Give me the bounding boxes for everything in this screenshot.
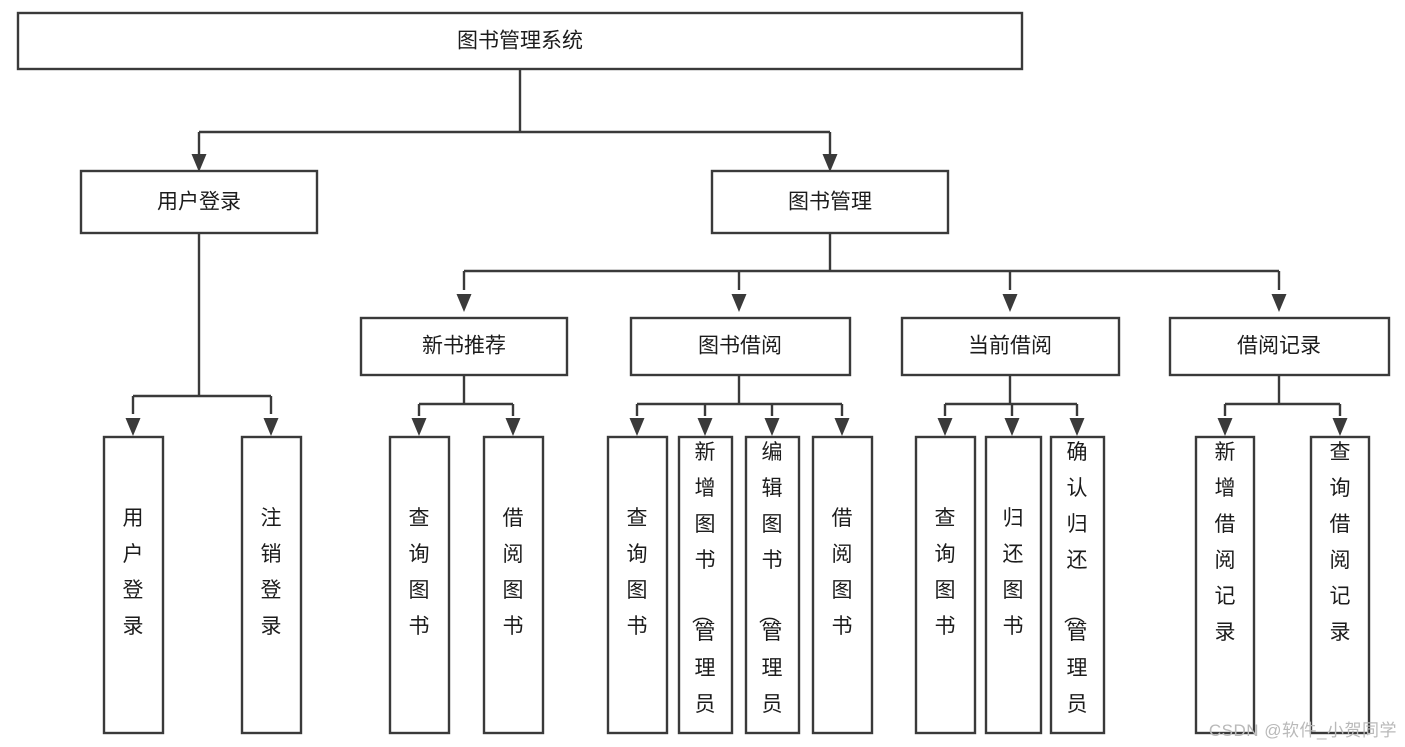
connector-borrow-record-to-leaves bbox=[1217, 375, 1348, 436]
node-leaf-query-book-2-label: 查询图书 bbox=[627, 507, 648, 638]
node-leaf-borrow-book-2-box[interactable] bbox=[811, 435, 874, 735]
arrow-to-leaf-logout bbox=[263, 418, 279, 436]
arrow-to-leaf-add-record bbox=[1217, 418, 1233, 436]
node-user-login-box[interactable] bbox=[79, 169, 319, 235]
node-user-login[interactable]: 用户登录 bbox=[79, 169, 319, 235]
node-new-book-rec-box[interactable] bbox=[359, 316, 569, 377]
connector-book-manage-to-level2 bbox=[456, 233, 1287, 312]
arrow-to-current-borrow bbox=[1002, 294, 1018, 312]
arrow-to-leaf-query-book-1 bbox=[411, 418, 427, 436]
node-root-box[interactable] bbox=[16, 11, 1024, 71]
node-leaf-edit-book[interactable]: 编辑图书（管理员） bbox=[744, 435, 801, 747]
node-leaf-query-book-1-label: 查询图书 bbox=[409, 507, 430, 638]
node-leaf-edit-book-box[interactable] bbox=[744, 435, 801, 735]
node-leaf-return-book-label: 归还图书 bbox=[1003, 507, 1024, 638]
node-leaf-borrow-book-1-label: 借阅图书 bbox=[503, 507, 524, 638]
arrow-to-leaf-user-login bbox=[125, 418, 141, 436]
node-leaf-borrow-book-1-box[interactable] bbox=[482, 435, 545, 735]
node-leaf-borrow-book-1[interactable]: 借阅图书 bbox=[482, 435, 545, 735]
connector-root-to-level1 bbox=[191, 69, 838, 172]
node-leaf-query-record[interactable]: 查询借阅记录 bbox=[1309, 435, 1371, 735]
node-current-borrow-box[interactable] bbox=[900, 316, 1121, 377]
node-book-borrow[interactable]: 图书借阅 bbox=[629, 316, 852, 377]
node-leaf-user-login[interactable]: 用户登录 bbox=[102, 435, 165, 735]
node-leaf-edit-book-label: 编辑图书（管理员） bbox=[757, 441, 783, 747]
node-leaf-borrow-book-2-label: 借阅图书 bbox=[832, 507, 853, 638]
node-leaf-user-login-box[interactable] bbox=[102, 435, 165, 735]
node-borrow-record-box[interactable] bbox=[1168, 316, 1391, 377]
node-leaf-return-book[interactable]: 归还图书 bbox=[984, 435, 1043, 735]
node-leaf-add-record-label: 新增借阅记录 bbox=[1215, 441, 1236, 644]
arrow-to-new-book-rec bbox=[456, 294, 472, 312]
arrow-to-leaf-borrow-book-1 bbox=[505, 418, 521, 436]
node-leaf-return-book-box[interactable] bbox=[984, 435, 1043, 735]
node-book-manage-box[interactable] bbox=[710, 169, 950, 235]
node-leaf-add-book[interactable]: 新增图书（管理员） bbox=[677, 435, 734, 747]
node-leaf-logout-box[interactable] bbox=[240, 435, 303, 735]
node-leaf-add-book-box[interactable] bbox=[677, 435, 734, 735]
csdn-watermark: CSDN @软件_小贺同学 bbox=[1208, 721, 1397, 740]
node-root-label: 图书管理系统 bbox=[457, 30, 583, 53]
node-leaf-query-book-1[interactable]: 查询图书 bbox=[388, 435, 451, 735]
node-leaf-query-book-2[interactable]: 查询图书 bbox=[606, 435, 669, 735]
arrow-to-leaf-return-book bbox=[1004, 418, 1020, 436]
arrow-to-user-login bbox=[191, 154, 207, 172]
node-leaf-add-book-label: 新增图书（管理员） bbox=[690, 441, 716, 747]
node-leaf-query-book-2-box[interactable] bbox=[606, 435, 669, 735]
node-leaf-query-book-3-box[interactable] bbox=[914, 435, 977, 735]
arrow-to-leaf-edit-book bbox=[764, 418, 780, 436]
node-leaf-confirm-return-box[interactable] bbox=[1049, 435, 1106, 735]
node-book-borrow-box[interactable] bbox=[629, 316, 852, 377]
node-root[interactable]: 图书管理系统 bbox=[16, 11, 1024, 71]
node-leaf-confirm-return[interactable]: 确认归还（管理员） bbox=[1049, 435, 1106, 747]
connector-current-borrow-to-leaves bbox=[937, 375, 1085, 436]
node-leaf-borrow-book-2[interactable]: 借阅图书 bbox=[811, 435, 874, 735]
node-leaf-user-login-label: 用户登录 bbox=[123, 507, 144, 638]
node-borrow-record[interactable]: 借阅记录 bbox=[1168, 316, 1391, 377]
arrow-to-borrow-record bbox=[1271, 294, 1287, 312]
arrow-to-leaf-borrow-book-2 bbox=[834, 418, 850, 436]
node-leaf-add-record-box[interactable] bbox=[1194, 435, 1256, 735]
node-book-borrow-label: 图书借阅 bbox=[698, 335, 782, 358]
node-leaf-query-book-3[interactable]: 查询图书 bbox=[914, 435, 977, 735]
node-current-borrow-label: 当前借阅 bbox=[968, 335, 1052, 358]
node-leaf-logout-label: 注销登录 bbox=[261, 507, 282, 638]
connector-user-login-to-leaves bbox=[125, 233, 279, 436]
node-leaf-query-book-3-label: 查询图书 bbox=[935, 507, 956, 638]
arrow-to-leaf-confirm-return bbox=[1069, 418, 1085, 436]
node-leaf-query-record-box[interactable] bbox=[1309, 435, 1371, 735]
node-current-borrow[interactable]: 当前借阅 bbox=[900, 316, 1121, 377]
node-borrow-record-label: 借阅记录 bbox=[1237, 335, 1321, 358]
arrow-to-book-manage bbox=[822, 154, 838, 172]
arrow-to-leaf-query-book-3 bbox=[937, 418, 953, 436]
connector-new-book-rec-to-leaves bbox=[411, 375, 521, 436]
arrow-to-leaf-query-record bbox=[1332, 418, 1348, 436]
node-user-login-label: 用户登录 bbox=[157, 191, 241, 214]
node-leaf-query-book-1-box[interactable] bbox=[388, 435, 451, 735]
node-book-manage[interactable]: 图书管理 bbox=[710, 169, 950, 235]
arrow-to-book-borrow bbox=[731, 294, 747, 312]
node-new-book-rec[interactable]: 新书推荐 bbox=[359, 316, 569, 377]
node-leaf-query-record-label: 查询借阅记录 bbox=[1330, 441, 1351, 644]
node-book-manage-label: 图书管理 bbox=[788, 191, 872, 214]
arrow-to-leaf-query-book-2 bbox=[629, 418, 645, 436]
node-leaf-add-record[interactable]: 新增借阅记录 bbox=[1194, 435, 1256, 735]
node-leaf-confirm-return-label: 确认归还（管理员） bbox=[1062, 441, 1088, 747]
arrow-to-leaf-add-book bbox=[697, 418, 713, 436]
node-new-book-rec-label: 新书推荐 bbox=[422, 335, 506, 358]
connector-book-borrow-to-leaves bbox=[629, 375, 850, 436]
node-leaf-logout[interactable]: 注销登录 bbox=[240, 435, 303, 735]
